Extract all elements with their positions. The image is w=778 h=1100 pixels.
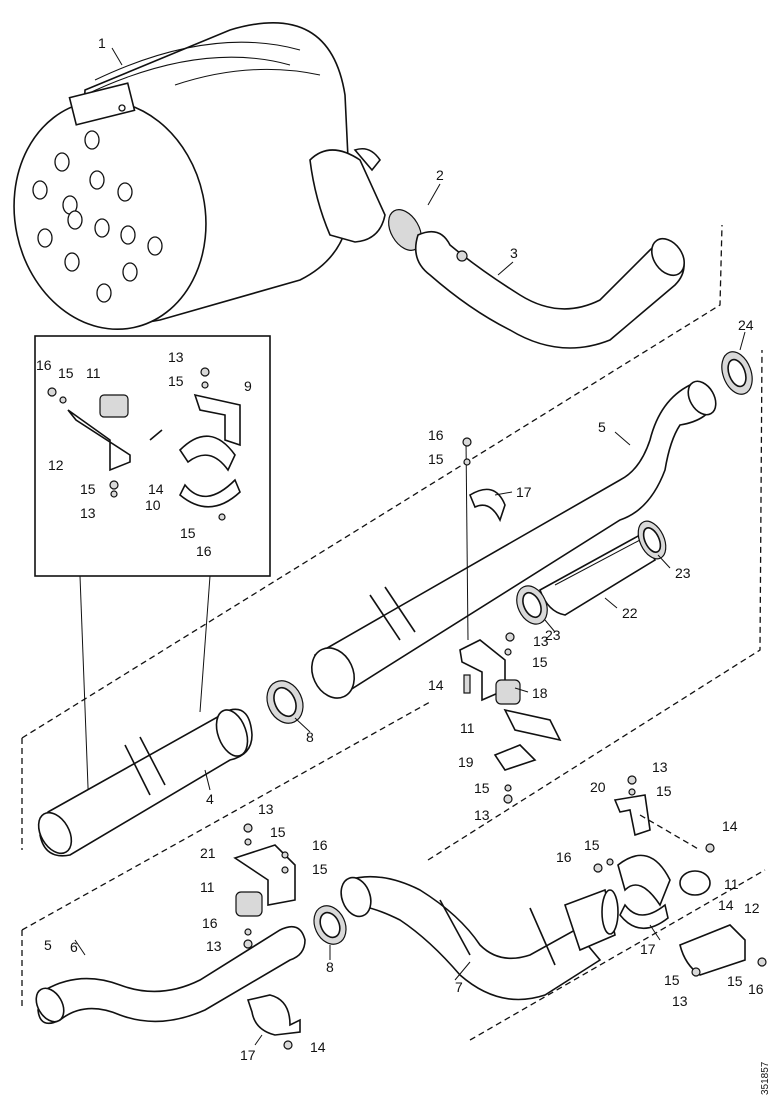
silencer — [13, 22, 386, 331]
callout-9: 9 — [244, 378, 252, 394]
callout-13-center-b: 13 — [474, 807, 490, 823]
callout-11-inset: 11 — [86, 365, 101, 381]
exhaust-pipe-7 — [347, 875, 602, 1001]
callout-13-inset-top: 13 — [168, 349, 184, 365]
callout-16-lower-right-b: 16 — [748, 981, 764, 997]
callout-16-lower-right: 16 — [556, 849, 572, 865]
callout-13-inset-b: 13 — [80, 505, 96, 521]
callout-15-lower-mid: 15 — [270, 824, 286, 840]
callout-15-center: 15 — [428, 451, 444, 467]
callout-15-inset-top: 15 — [168, 373, 184, 389]
callout-12-inset: 12 — [48, 457, 64, 473]
callout-14-lower-right: 14 — [722, 818, 738, 834]
callout-21: 21 — [200, 845, 216, 861]
exhaust-pipe-6-lower — [37, 925, 306, 1025]
callout-labels: 1 2 3 24 5 16 15 17 23 22 23 13 15 14 18… — [36, 35, 764, 1063]
callout-15-lower-right: 15 — [656, 783, 672, 799]
callout-11-lower-right: 11 — [724, 876, 739, 892]
callout-22: 22 — [622, 605, 638, 621]
callout-15-inset-b: 15 — [80, 481, 96, 497]
bracket-20-assembly — [593, 775, 767, 977]
callout-7: 7 — [455, 979, 463, 995]
callout-15-center-b: 15 — [532, 654, 548, 670]
exhaust-pipe-3 — [414, 230, 685, 349]
callout-13-lower-mid: 13 — [258, 801, 274, 817]
callout-20: 20 — [590, 779, 606, 795]
callout-16-center: 16 — [428, 427, 444, 443]
callout-15-lower-right-b: 15 — [584, 837, 600, 853]
callout-12-lower-right: 12 — [744, 900, 760, 916]
callout-13-lower-right-b: 13 — [672, 993, 688, 1009]
callout-16-inset-b: 16 — [196, 543, 212, 559]
callout-13-lower-right: 13 — [652, 759, 668, 775]
callout-15-lower-right-d: 15 — [727, 973, 743, 989]
callout-24: 24 — [738, 317, 754, 333]
callout-5-upper: 5 — [598, 419, 606, 435]
callout-11-lower-mid: 11 — [200, 879, 215, 895]
callout-17-center: 17 — [516, 484, 532, 500]
callout-13-lower-mid-b: 13 — [206, 938, 222, 954]
callout-16-lower-mid: 16 — [312, 837, 328, 853]
callout-6: 6 — [70, 939, 78, 955]
center-mount-assembly — [459, 437, 562, 804]
callout-10: 10 — [145, 497, 161, 513]
callout-15-lower-right-c: 15 — [664, 972, 680, 988]
callout-18: 18 — [532, 685, 548, 701]
callout-23-left: 23 — [545, 627, 561, 643]
callout-14-lower-right-b: 14 — [718, 897, 734, 913]
callout-2: 2 — [436, 167, 444, 183]
callout-15-lower-mid-b: 15 — [312, 861, 328, 877]
callout-15-inset-c: 15 — [180, 525, 196, 541]
bracket-21-assembly — [233, 823, 296, 949]
callout-5-lower: 5 — [44, 937, 52, 953]
callout-16-lower-mid-b: 16 — [202, 915, 218, 931]
callout-11-center: 11 — [460, 720, 475, 736]
callout-17-lower-right: 17 — [640, 941, 656, 957]
callout-8-lower: 8 — [326, 959, 334, 975]
callout-1: 1 — [98, 35, 106, 51]
callout-4: 4 — [206, 791, 214, 807]
callout-14-lower-left: 14 — [310, 1039, 326, 1055]
callout-3: 3 — [510, 245, 518, 261]
callout-14-center: 14 — [428, 677, 444, 693]
callout-8-upper: 8 — [306, 729, 314, 745]
callout-16-inset: 16 — [36, 357, 52, 373]
callout-14-inset: 14 — [148, 481, 164, 497]
callout-13-center: 13 — [533, 633, 549, 649]
clamp-17-lower — [246, 994, 301, 1036]
exhaust-pipe-5-upper — [314, 382, 716, 695]
inset-bracket-parts — [47, 367, 241, 521]
callout-15-center-c: 15 — [474, 780, 490, 796]
callout-17-lower-left: 17 — [240, 1047, 256, 1063]
callout-23-right: 23 — [675, 565, 691, 581]
callout-19: 19 — [458, 754, 474, 770]
leader-lines — [74, 47, 746, 1046]
drawing-id: 351857 — [760, 1061, 771, 1095]
callout-15-inset: 15 — [58, 365, 74, 381]
